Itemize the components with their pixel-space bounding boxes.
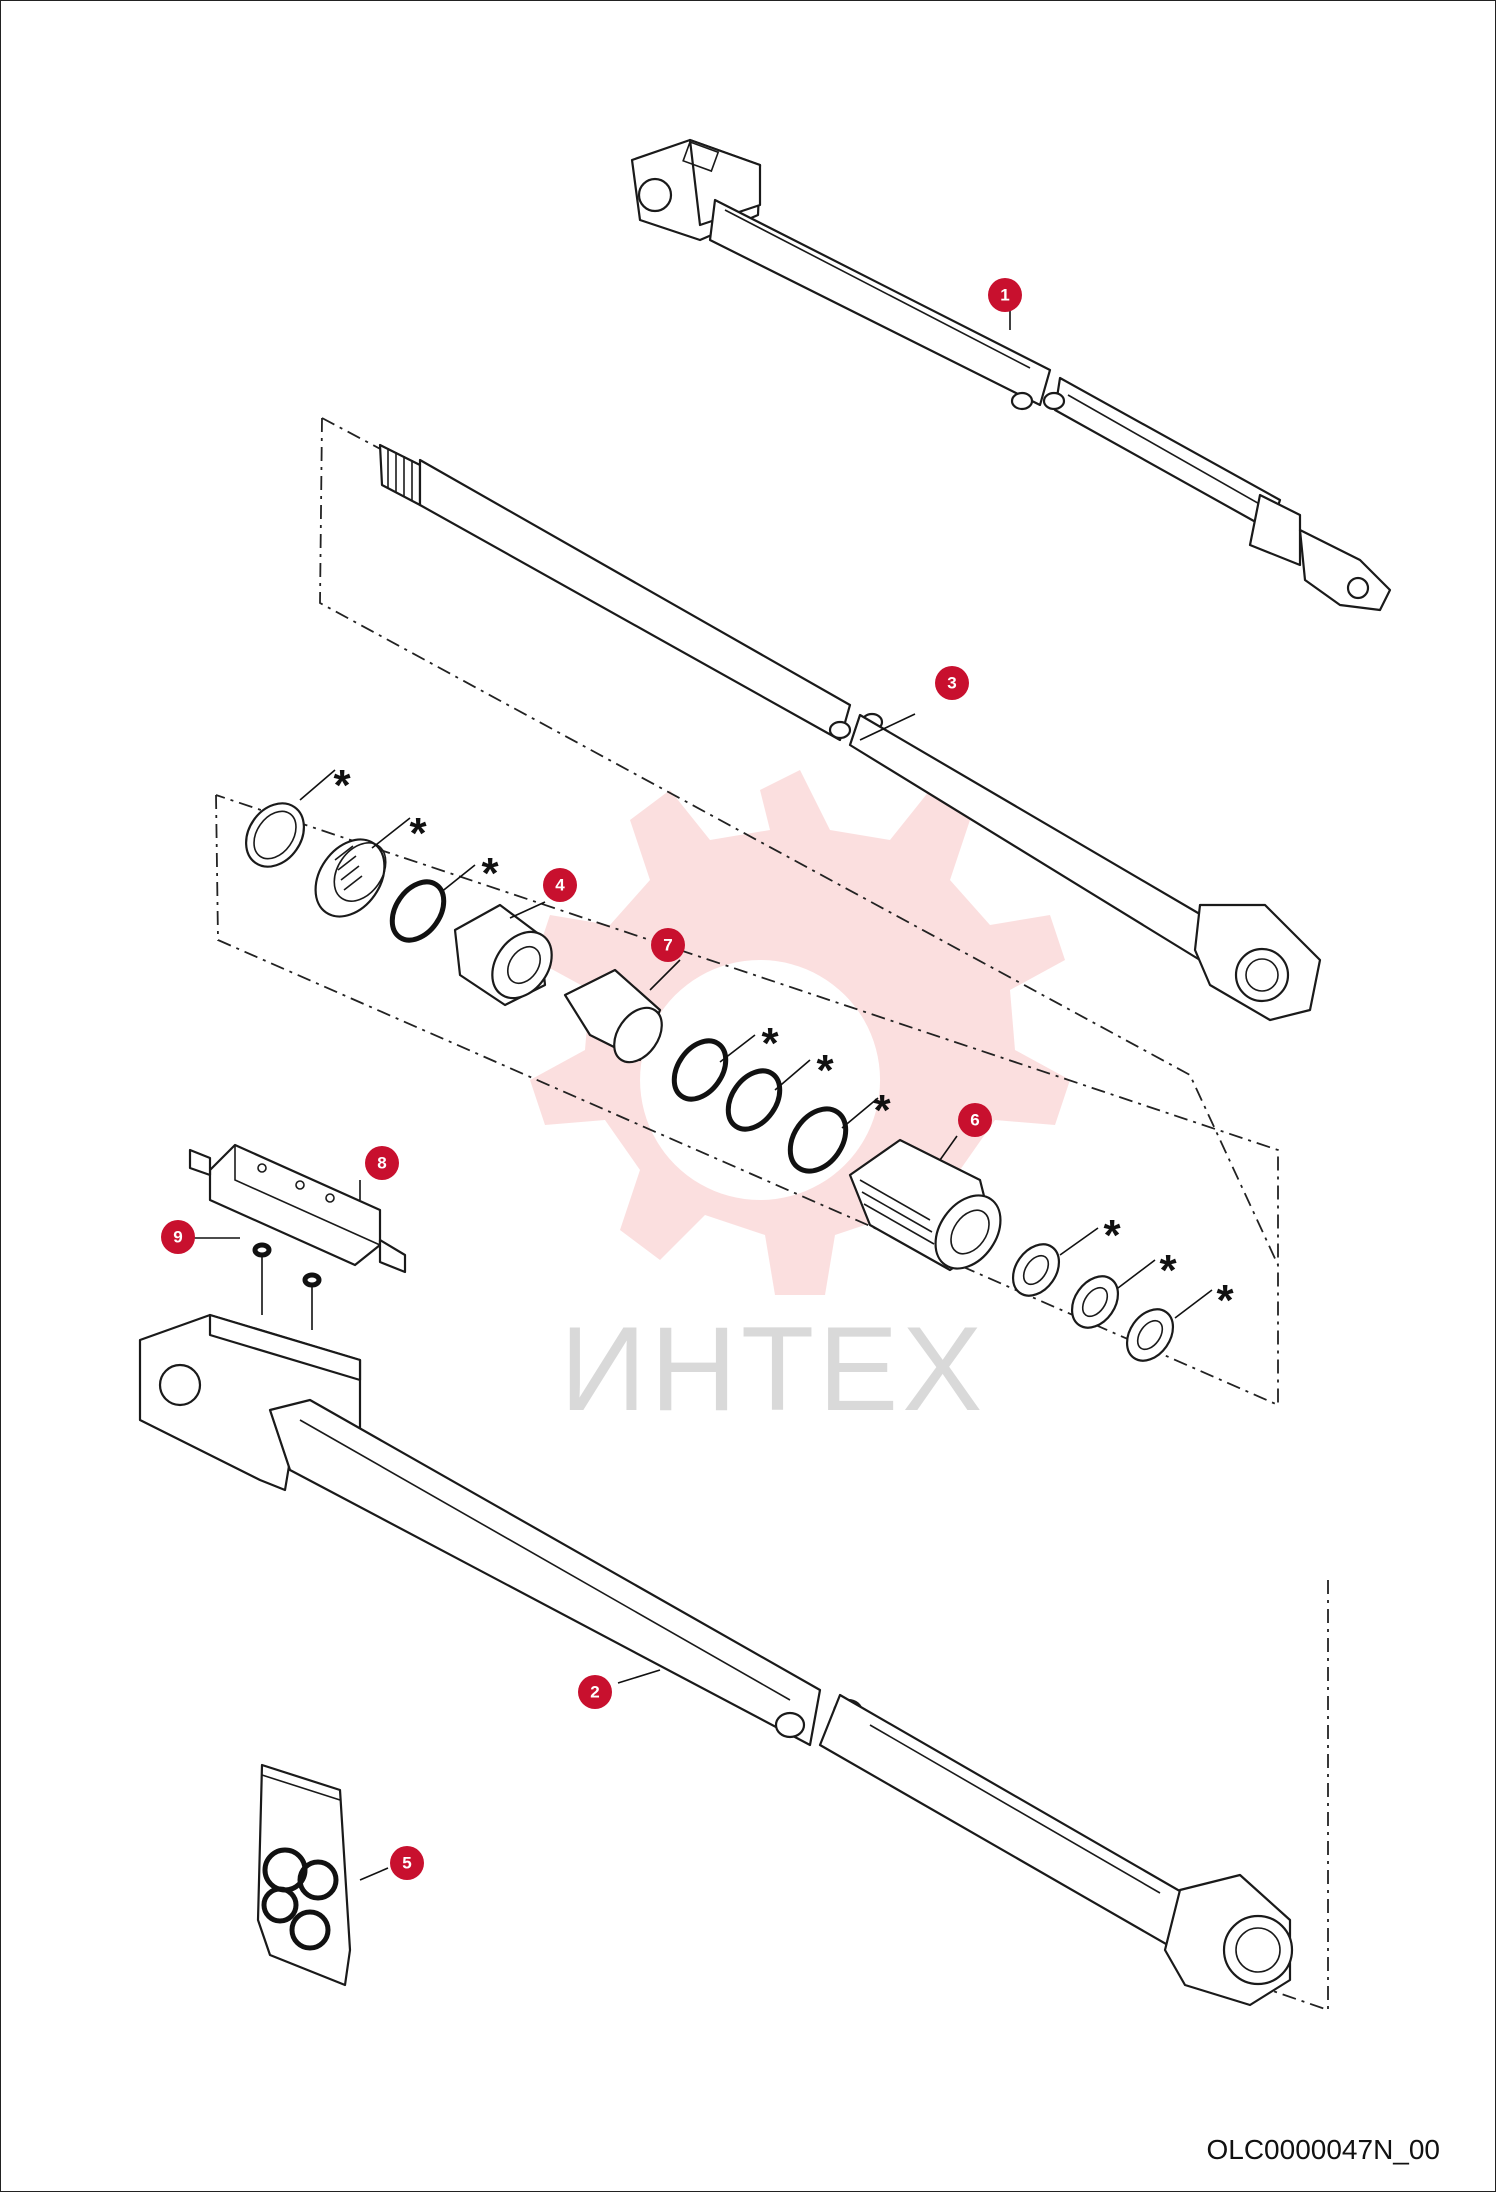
seal-components: [245, 802, 1175, 1362]
callout-2[interactable]: 2: [578, 1675, 612, 1709]
svg-text:8: 8: [377, 1154, 386, 1173]
star-marker: *: [873, 1086, 891, 1135]
svg-text:5: 5: [402, 1854, 411, 1873]
o-ring-a: [389, 879, 447, 943]
barrel-envelope: [1269, 1580, 1329, 2012]
star-marker: *: [1103, 1211, 1121, 1260]
wiper-ring: [245, 802, 305, 868]
callout-9[interactable]: 9: [161, 1220, 195, 1254]
star-markers: * * * * * * * * *: [333, 761, 1234, 1325]
callout-5[interactable]: 5: [390, 1846, 424, 1880]
star-marker: *: [761, 1019, 779, 1068]
watermark-text: ИНТЕХ: [560, 1302, 986, 1436]
leader-lines: [190, 306, 1213, 1881]
washer-set: [1011, 1243, 1175, 1362]
star-marker: *: [1159, 1246, 1177, 1295]
svg-text:3: 3: [947, 674, 956, 693]
part-9-seal-rings: [252, 1242, 322, 1330]
part-1-cylinder-assembly: [630, 138, 1392, 612]
part-3-piston-rod: [378, 443, 1322, 1022]
part-4-piston: [453, 903, 553, 1007]
callout-3[interactable]: 3: [935, 666, 969, 700]
star-marker: *: [1216, 1276, 1234, 1325]
svg-text:1: 1: [1000, 286, 1009, 305]
o-ring-d: [787, 1106, 849, 1174]
watermark-logo: ИНТЕХ: [530, 770, 1070, 1436]
document-code: OLC0000047N_00: [1206, 2134, 1440, 2165]
part-6-piston-head: [848, 1138, 1002, 1272]
part-7-spacer: [563, 968, 663, 1064]
callout-badges: 1 2 3 4 5 6 7 8: [161, 278, 1022, 1880]
o-ring-b: [671, 1038, 729, 1102]
callout-1[interactable]: 1: [988, 278, 1022, 312]
star-marker: *: [333, 761, 351, 810]
o-ring-c: [725, 1068, 783, 1132]
svg-text:2: 2: [590, 1683, 599, 1702]
callout-6[interactable]: 6: [958, 1103, 992, 1137]
callout-7[interactable]: 7: [651, 928, 685, 962]
part-2-barrel: [138, 1313, 1294, 2007]
rod-gland: [314, 838, 387, 918]
part-5-seal-kit-bag: [256, 1763, 352, 1987]
seal-envelope: [215, 794, 1279, 1407]
callout-8[interactable]: 8: [365, 1146, 399, 1180]
svg-text:7: 7: [663, 936, 672, 955]
part-8-valve-block: [188, 1143, 407, 1274]
svg-text:4: 4: [555, 876, 565, 895]
svg-text:9: 9: [173, 1228, 182, 1247]
star-marker: *: [816, 1046, 834, 1095]
star-marker: *: [481, 849, 499, 898]
svg-text:6: 6: [970, 1111, 979, 1130]
star-marker: *: [409, 809, 427, 858]
callout-4[interactable]: 4: [543, 868, 577, 902]
